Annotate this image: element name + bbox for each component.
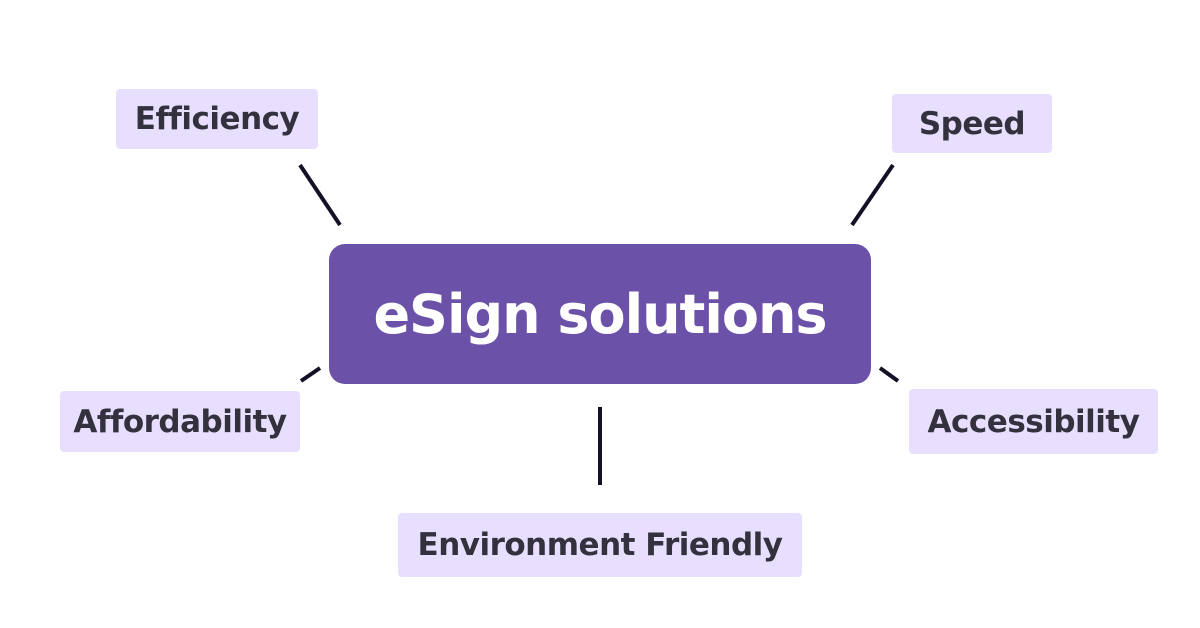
connector-affordability bbox=[299, 366, 322, 383]
node-speed-label: Speed bbox=[918, 105, 1026, 142]
center-node: eSign solutions bbox=[329, 244, 871, 384]
node-accessibility: Accessibility bbox=[909, 389, 1158, 454]
node-efficiency-label: Efficiency bbox=[134, 101, 300, 137]
connector-accessibility bbox=[878, 366, 900, 383]
node-efficiency: Efficiency bbox=[116, 89, 318, 149]
node-accessibility-label: Accessibility bbox=[927, 403, 1140, 440]
node-affordability: Affordability bbox=[60, 391, 300, 452]
node-environment-friendly-label: Environment Friendly bbox=[417, 527, 783, 563]
center-node-label: eSign solutions bbox=[373, 282, 827, 346]
connector-speed bbox=[850, 163, 895, 227]
node-affordability-label: Affordability bbox=[73, 403, 287, 440]
connector-efficiency bbox=[298, 163, 342, 227]
node-speed: Speed bbox=[892, 94, 1052, 153]
node-environment-friendly: Environment Friendly bbox=[398, 513, 802, 577]
